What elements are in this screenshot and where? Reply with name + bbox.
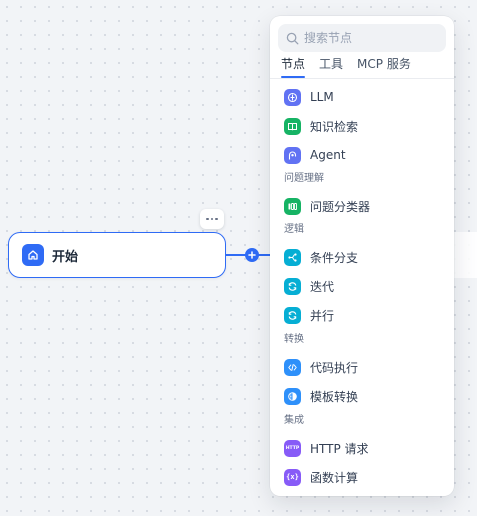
block-item-label: 并行: [310, 308, 335, 323]
template-icon: [284, 387, 301, 405]
classifier-icon: [284, 197, 301, 215]
block-item-llm[interactable]: LLM: [284, 86, 334, 108]
tab-nodes[interactable]: 节点: [281, 56, 306, 78]
block-item-http[interactable]: HTTP HTTP 请求: [284, 437, 369, 459]
block-item-label: 条件分支: [310, 250, 359, 265]
brain-icon: [284, 88, 301, 106]
block-item-if-else[interactable]: 条件分支: [284, 246, 358, 268]
tab-bar: 节点 工具 MCP 服务: [281, 56, 411, 78]
agent-icon: [284, 146, 301, 164]
home-icon: [22, 244, 44, 266]
block-item-label: 模板转换: [310, 389, 359, 404]
http-icon: HTTP: [284, 439, 301, 457]
loop-icon: [284, 277, 301, 295]
block-item-question-classifier[interactable]: 问题分类器: [284, 195, 370, 217]
book-icon: [284, 117, 301, 135]
search-box[interactable]: [278, 24, 446, 52]
plus-icon: [248, 251, 256, 259]
block-item-function[interactable]: {x} 函数计算: [284, 466, 358, 488]
block-item-knowledge[interactable]: 知识检索: [284, 115, 358, 137]
section-title-integration: 集成: [284, 415, 304, 426]
tab-tools[interactable]: 工具: [319, 57, 344, 71]
function-icon: {x}: [284, 468, 301, 486]
block-item-label: LLM: [310, 90, 334, 104]
block-item-code[interactable]: 代码执行: [284, 356, 358, 378]
branch-icon: [284, 248, 301, 266]
section-title-question-understanding: 问题理解: [284, 173, 324, 184]
block-item-parallel[interactable]: 并行: [284, 304, 334, 326]
code-icon: [284, 358, 301, 376]
add-node-handle[interactable]: [245, 248, 259, 262]
section-title-transform: 转换: [284, 334, 304, 345]
block-selector-panel: 节点 工具 MCP 服务 LLM 知识检索 Agent 问题理解 问题分类器 逻…: [270, 16, 454, 496]
section-title-logic: 逻辑: [284, 224, 304, 235]
block-item-agent[interactable]: Agent: [284, 144, 346, 166]
block-item-label: 函数计算: [310, 470, 359, 485]
ellipsis-icon: [206, 217, 209, 221]
block-item-label: 知识检索: [310, 119, 359, 134]
block-item-iteration[interactable]: 迭代: [284, 275, 334, 297]
tab-mcp[interactable]: MCP 服务: [357, 57, 411, 71]
block-item-label: 问题分类器: [310, 199, 371, 214]
search-icon: [286, 32, 299, 44]
block-item-template[interactable]: 模板转换: [284, 385, 358, 407]
search-input[interactable]: [304, 31, 434, 45]
block-item-label: HTTP 请求: [310, 441, 369, 456]
node-more-button[interactable]: [200, 209, 224, 229]
block-item-label: Agent: [310, 148, 346, 162]
start-node-label: 开始: [52, 249, 79, 265]
block-item-label: 迭代: [310, 279, 335, 294]
start-node[interactable]: 开始: [8, 232, 226, 278]
loop-icon: [284, 306, 301, 324]
tab-divider: [270, 78, 454, 79]
block-item-label: 代码执行: [310, 360, 359, 375]
